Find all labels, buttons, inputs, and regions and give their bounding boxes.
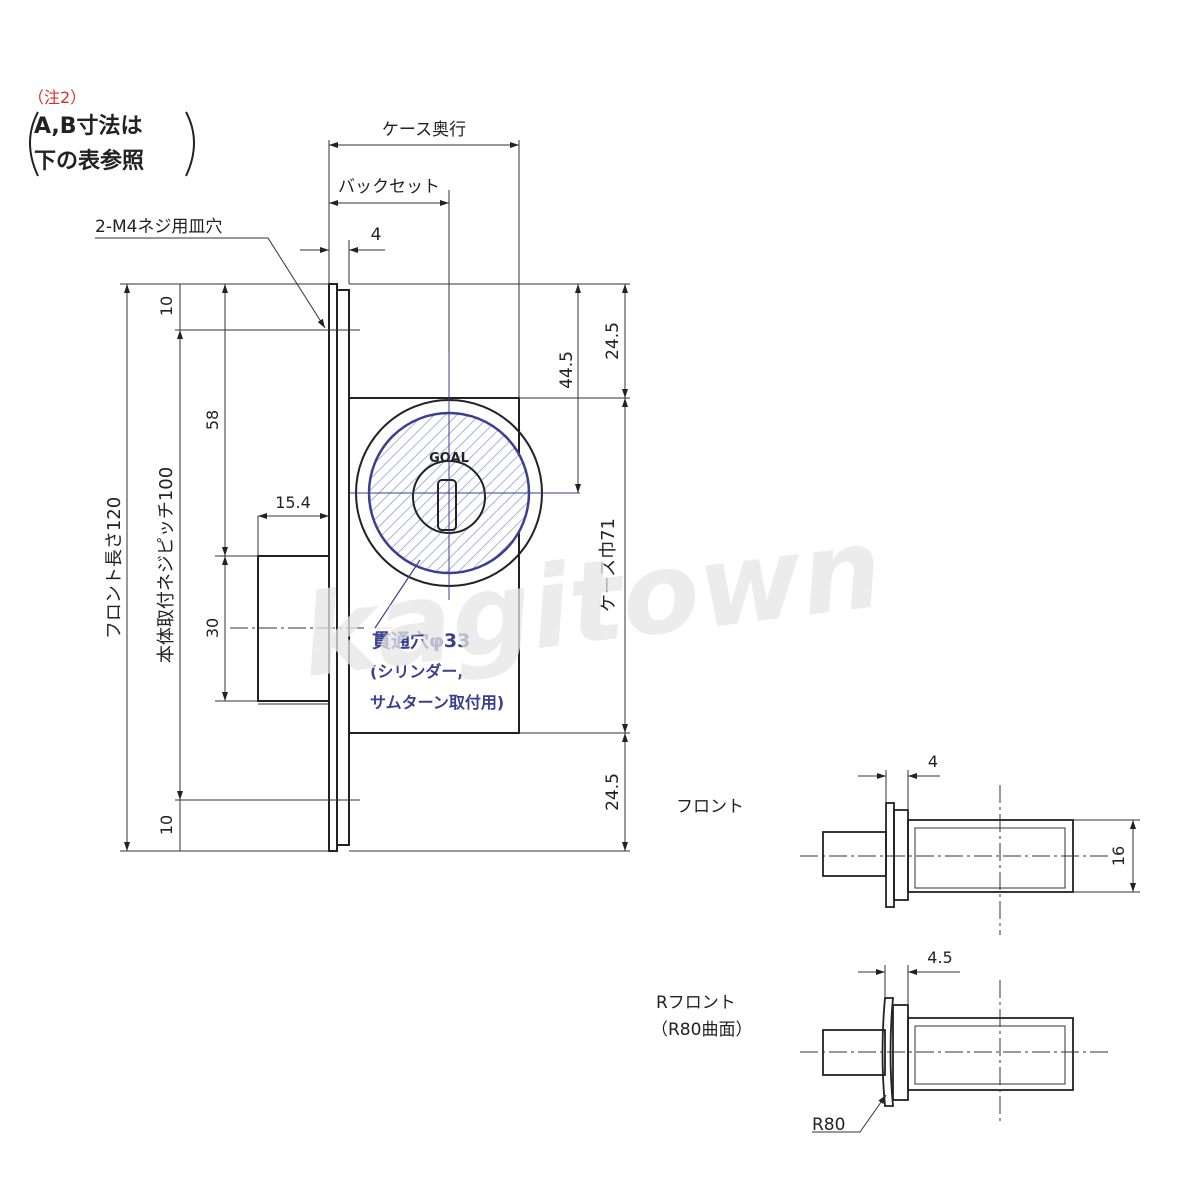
note-left-paren	[29, 111, 39, 177]
note-tag: （注2）	[28, 88, 86, 107]
label-case-depth: ケース奥行	[382, 120, 466, 140]
label-mount-pitch: 本体取付ネジピッチ100	[156, 467, 177, 663]
leader-r80	[812, 1094, 887, 1133]
dim-front-plate: 4	[371, 225, 382, 245]
hole-note-line-2: (シリンダー,	[370, 662, 463, 681]
dim-top-24-value: 24.5	[603, 322, 623, 360]
dim-top-margin: 10	[157, 296, 176, 316]
label-r-front-1: Rフロント	[656, 993, 736, 1013]
hole-note-leader	[374, 559, 421, 629]
label-r-front-2: （R80曲面）	[651, 1020, 752, 1040]
hole-note-line-1: 貫通穴φ33	[372, 629, 470, 652]
dim-bottom-24-value: 24.5	[603, 773, 623, 811]
dim-bottom-margin: 10	[157, 815, 176, 835]
dim-pitch-58: 58	[203, 410, 222, 430]
note-block: （注2） A,B寸法は 下の表参照	[28, 88, 195, 177]
dim-pitch-30: 30	[203, 618, 222, 638]
note-line-1: A,B寸法は	[34, 114, 143, 139]
note-right-paren	[185, 111, 195, 177]
hole-note: 貫通穴φ33 (シリンダー, サムターン取付用)	[366, 559, 508, 720]
label-case-width: ケース巾71	[598, 518, 619, 612]
case-body	[348, 397, 520, 734]
dim-r-front-45: 4.5	[927, 948, 952, 967]
dim-bolt-value: 15.4	[275, 493, 311, 512]
note-line-2: 下の表参照	[34, 148, 144, 174]
label-front-length: フロント長さ120	[104, 497, 125, 639]
dim-front-view-16: 16	[1109, 846, 1128, 866]
label-front: フロント	[676, 797, 744, 817]
front-view	[800, 785, 1110, 935]
r-front-view	[800, 980, 1110, 1125]
dim-r80: R80	[812, 1115, 845, 1135]
label-screw-hole: 2-M4ネジ用皿穴	[95, 217, 222, 237]
label-backset: バックセット	[338, 177, 440, 197]
leader-screw-hole	[95, 237, 326, 329]
hole-note-line-3: サムターン取付用)	[370, 693, 504, 712]
dim-front-view-4: 4	[928, 752, 938, 771]
dim-cyl-value: 44.5	[557, 351, 577, 389]
